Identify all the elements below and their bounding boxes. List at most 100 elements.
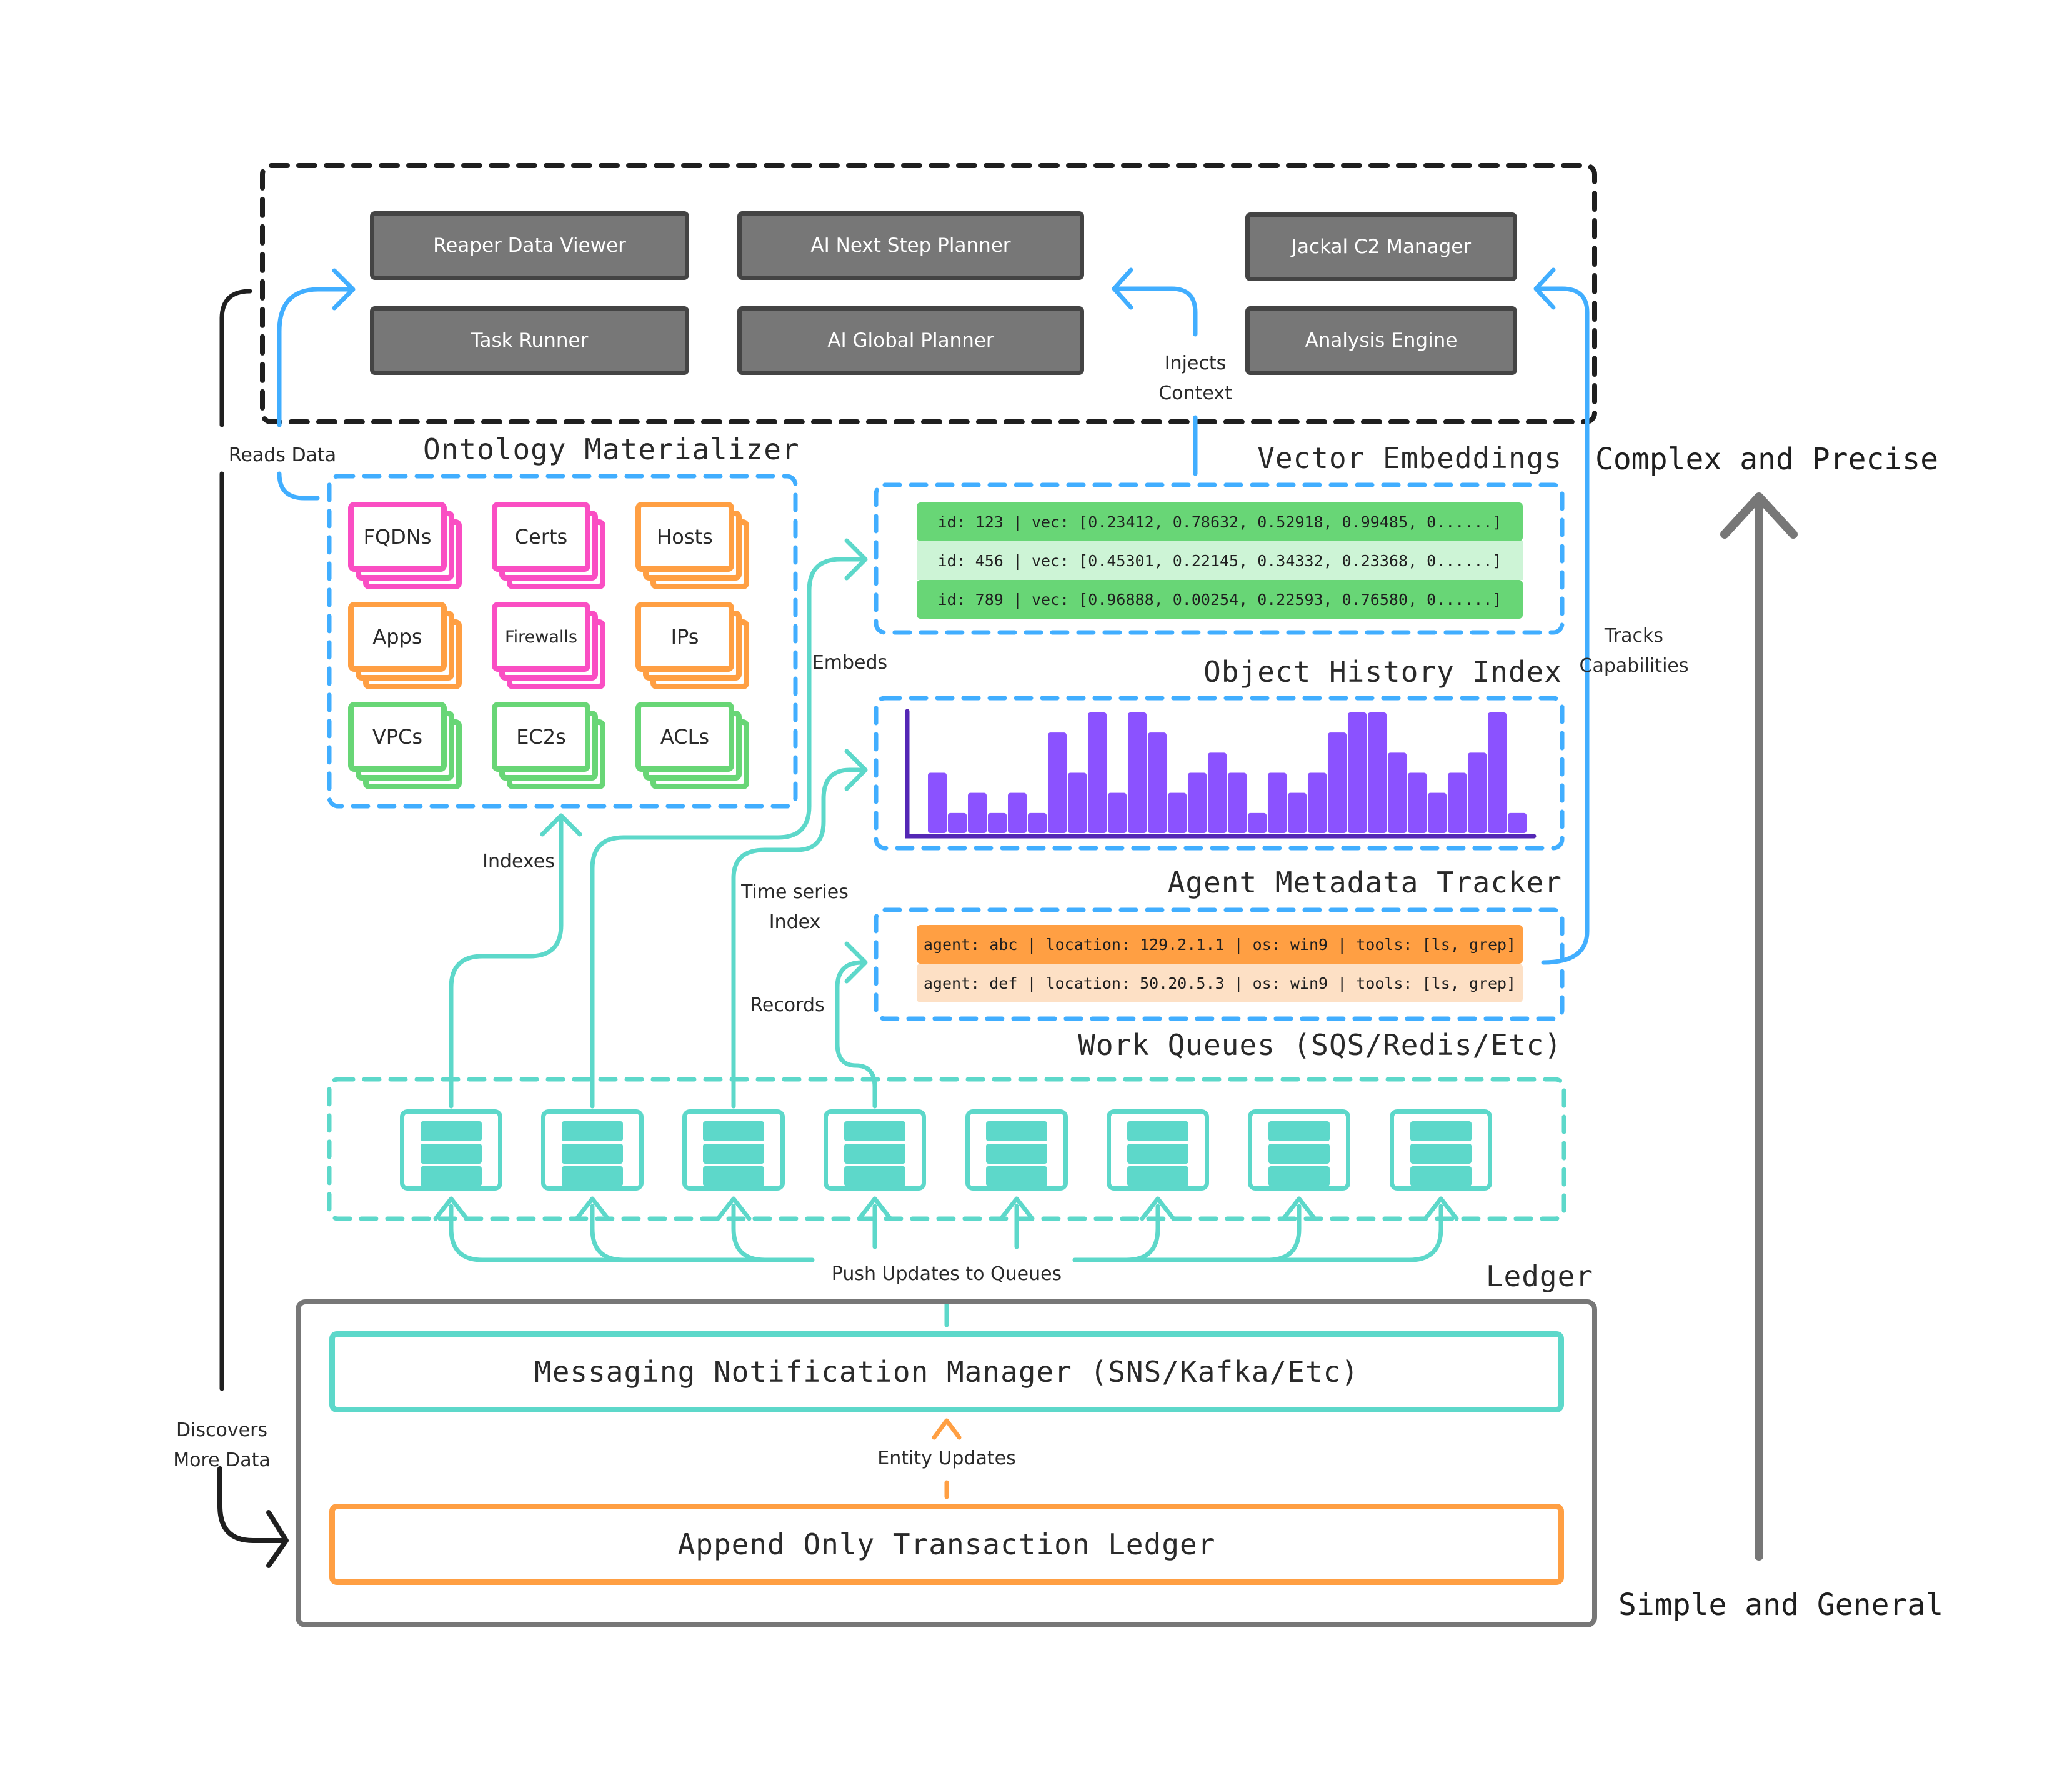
ai-next-step-planner-button[interactable]: AI Next Step Planner [737, 211, 1084, 280]
object-history-container [874, 696, 1565, 851]
chart-axis [905, 709, 1537, 839]
history-bar [1208, 752, 1227, 833]
history-bar [1248, 812, 1267, 833]
queue-message-slot [1127, 1121, 1188, 1141]
entity-card: ACLs [635, 702, 734, 772]
task-runner-button[interactable]: Task Runner [370, 306, 689, 375]
queue-message-slot [1410, 1144, 1472, 1164]
history-bar [1148, 732, 1167, 833]
entity-stack-acls[interactable]: ACLs [635, 702, 754, 796]
entity-card: FQDNs [348, 502, 447, 572]
discovers-more-data-label: Discovers More Data [159, 1416, 284, 1476]
history-bar [1088, 712, 1107, 833]
history-bar [1048, 732, 1067, 833]
time-series-connector [731, 749, 868, 1109]
queue-icon [965, 1109, 1068, 1191]
ontology-container [327, 474, 798, 809]
history-bar [1008, 792, 1027, 833]
analysis-engine-button[interactable]: Analysis Engine [1245, 306, 1517, 375]
simple-and-general-label: Simple and General [1618, 1587, 1944, 1622]
history-bar [988, 812, 1007, 833]
injects-context-line [1112, 267, 1198, 337]
history-bar [948, 812, 967, 833]
tracks-capabilities-line [1533, 267, 1590, 965]
records-connector [835, 941, 877, 1109]
entity-updates-label: Entity Updates [877, 1447, 1016, 1469]
queue-message-slot [703, 1144, 764, 1164]
entity-stack-ips[interactable]: IPs [635, 602, 754, 696]
applications-container [260, 163, 1597, 424]
vector-row: id: 789 | vec: [0.96888, 0.00254, 0.2259… [917, 580, 1523, 619]
entity-updates-arrow [932, 1418, 962, 1440]
reaper-data-viewer-button[interactable]: Reaper Data Viewer [370, 211, 689, 280]
complexity-scale-arrow [1720, 492, 1798, 1561]
queue-message-slot [1268, 1121, 1330, 1141]
injects-context-label: Injects Context [1133, 349, 1258, 409]
object-history-chart [905, 709, 1537, 839]
embeds-connector [590, 538, 868, 1109]
entity-stack-hosts[interactable]: Hosts [635, 502, 754, 596]
ai-global-planner-button[interactable]: AI Global Planner [737, 306, 1084, 375]
queue-message-slot [844, 1166, 905, 1186]
discovers-line-1: Discovers [176, 1419, 268, 1441]
push-updates-right-branch [1072, 1204, 1443, 1262]
indexes-label: Indexes [482, 851, 555, 872]
history-bar [1388, 752, 1407, 833]
queue-message-slot [986, 1144, 1047, 1164]
reads-data-line-top [277, 268, 356, 427]
jackal-c2-manager-button[interactable]: Jackal C2 Manager [1245, 212, 1517, 281]
history-bar [1328, 732, 1347, 833]
vector-embeddings-title: Vector Embeddings [1257, 441, 1562, 475]
append-only-transaction-ledger[interactable]: Append Only Transaction Ledger [329, 1504, 1564, 1585]
history-bar [1268, 772, 1287, 833]
queue-icon [400, 1109, 502, 1191]
history-bar [1188, 772, 1207, 833]
queue-icon [1107, 1109, 1209, 1191]
entity-stack-certs[interactable]: Certs [492, 502, 610, 596]
history-bar [1228, 772, 1247, 833]
queue-message-slot [421, 1166, 482, 1186]
queue-icon [541, 1109, 644, 1191]
entity-card: IPs [635, 602, 734, 672]
entity-card: Certs [492, 502, 590, 572]
entity-card: VPCs [348, 702, 447, 772]
history-bar [1448, 772, 1467, 833]
entity-stack-vpcs[interactable]: VPCs [348, 702, 467, 796]
history-bar [968, 792, 987, 833]
history-bar [1068, 772, 1087, 833]
queue-message-slot [986, 1166, 1047, 1186]
queue-message-slot [844, 1144, 905, 1164]
ledger-container [296, 1299, 1597, 1627]
records-label: Records [750, 994, 825, 1016]
ontology-title: Ontology Materializer [423, 432, 800, 466]
history-bar [1348, 712, 1367, 833]
time-series-line-1: Time series [741, 881, 849, 903]
queue-message-slot [1410, 1121, 1472, 1141]
queue-message-slot [1127, 1144, 1188, 1164]
history-bar [928, 772, 947, 833]
vector-row: id: 123 | vec: [0.23412, 0.78632, 0.5291… [917, 502, 1523, 541]
indexes-connector [449, 813, 582, 1109]
queue-message-slot [1127, 1166, 1188, 1186]
messaging-notification-manager[interactable]: Messaging Notification Manager (SNS/Kafk… [329, 1331, 1564, 1412]
tracks-capabilities-line-2: Capabilities [1579, 655, 1689, 677]
entity-stack-fqdns[interactable]: FQDNs [348, 502, 467, 596]
history-bar [1488, 712, 1507, 833]
entity-stack-apps[interactable]: Apps [348, 602, 467, 696]
entity-stack-firewalls[interactable]: Firewalls [492, 602, 610, 696]
time-series-line-2: Index [769, 911, 821, 933]
tracks-capabilities-label: Tracks Capabilities [1562, 621, 1706, 681]
queue-message-slot [703, 1121, 764, 1141]
history-bar [1108, 792, 1127, 833]
history-bar [1428, 792, 1447, 833]
embeds-label: Embeds [812, 652, 888, 674]
history-bar [1288, 792, 1307, 833]
queue-message-slot [844, 1121, 905, 1141]
queue-message-slot [421, 1121, 482, 1141]
vector-container [874, 482, 1565, 635]
entity-card: Hosts [635, 502, 734, 572]
agent-metadata-title: Agent Metadata Tracker [1167, 866, 1562, 899]
entity-stack-ec2s[interactable]: EC2s [492, 702, 610, 796]
vector-row: id: 456 | vec: [0.45301, 0.22145, 0.3433… [917, 541, 1523, 580]
